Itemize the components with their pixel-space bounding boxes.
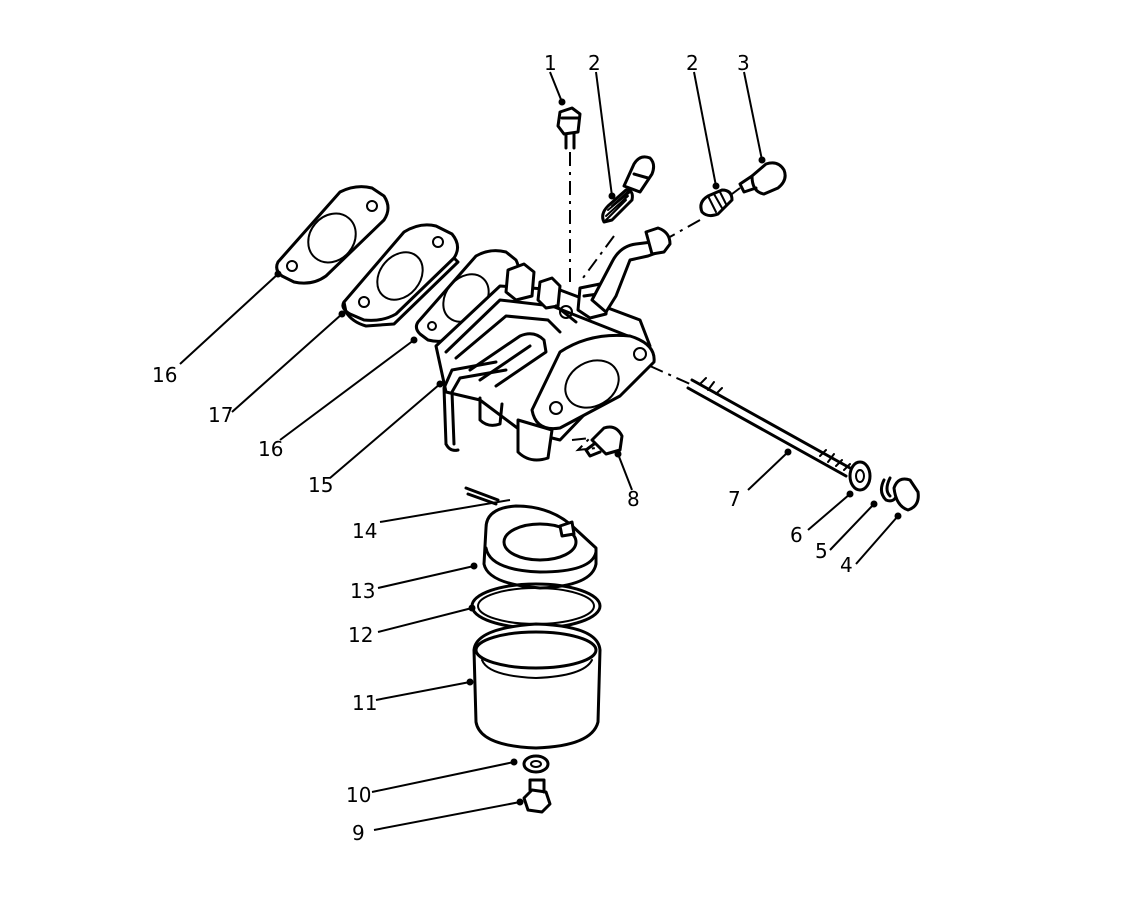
callout-10: 10 (346, 783, 371, 807)
carburetor-body (434, 226, 672, 462)
callout-12: 12 (348, 623, 373, 647)
callout-8: 8 (627, 487, 640, 511)
spring-part-2-right (699, 188, 734, 218)
cap-nut-part-4 (892, 477, 920, 512)
rod-part-7 (686, 377, 852, 478)
callout-labels: 1 2 2 3 4 5 6 7 8 9 10 11 12 13 14 15 16… (152, 51, 853, 845)
callout-15: 15 (308, 473, 333, 497)
centerlines (569, 152, 741, 452)
washer-part-10 (522, 754, 550, 774)
callout-6: 6 (790, 523, 803, 547)
callout-1: 1 (544, 51, 557, 75)
washer-part-6 (848, 460, 872, 492)
float-bowl-part-11 (472, 622, 602, 750)
callout-14: 14 (352, 519, 377, 543)
callout-2-right: 2 (686, 51, 699, 75)
leader-lines (179, 71, 902, 831)
callout-17: 17 (208, 403, 233, 427)
callout-13: 13 (350, 579, 375, 603)
callout-5: 5 (815, 539, 828, 563)
spacer-part-17 (341, 223, 460, 328)
screw-part-8 (584, 425, 624, 458)
pin-part-14 (464, 486, 500, 506)
callout-16-top: 16 (152, 363, 177, 387)
callout-2-left: 2 (588, 51, 601, 75)
callout-7: 7 (728, 487, 741, 511)
screw-part-3 (738, 161, 787, 196)
bolt-part-9 (522, 778, 552, 814)
callout-9: 9 (352, 821, 365, 845)
float-part-13 (482, 504, 598, 590)
callout-11: 11 (352, 691, 377, 715)
spring-part-2-left (601, 187, 634, 224)
screw-part-1 (556, 106, 582, 150)
callout-3: 3 (737, 51, 750, 75)
gasket-ring-part-12 (470, 582, 602, 630)
callout-4: 4 (840, 553, 853, 577)
idle-screw (622, 155, 656, 194)
callout-16-bottom: 16 (258, 437, 283, 461)
